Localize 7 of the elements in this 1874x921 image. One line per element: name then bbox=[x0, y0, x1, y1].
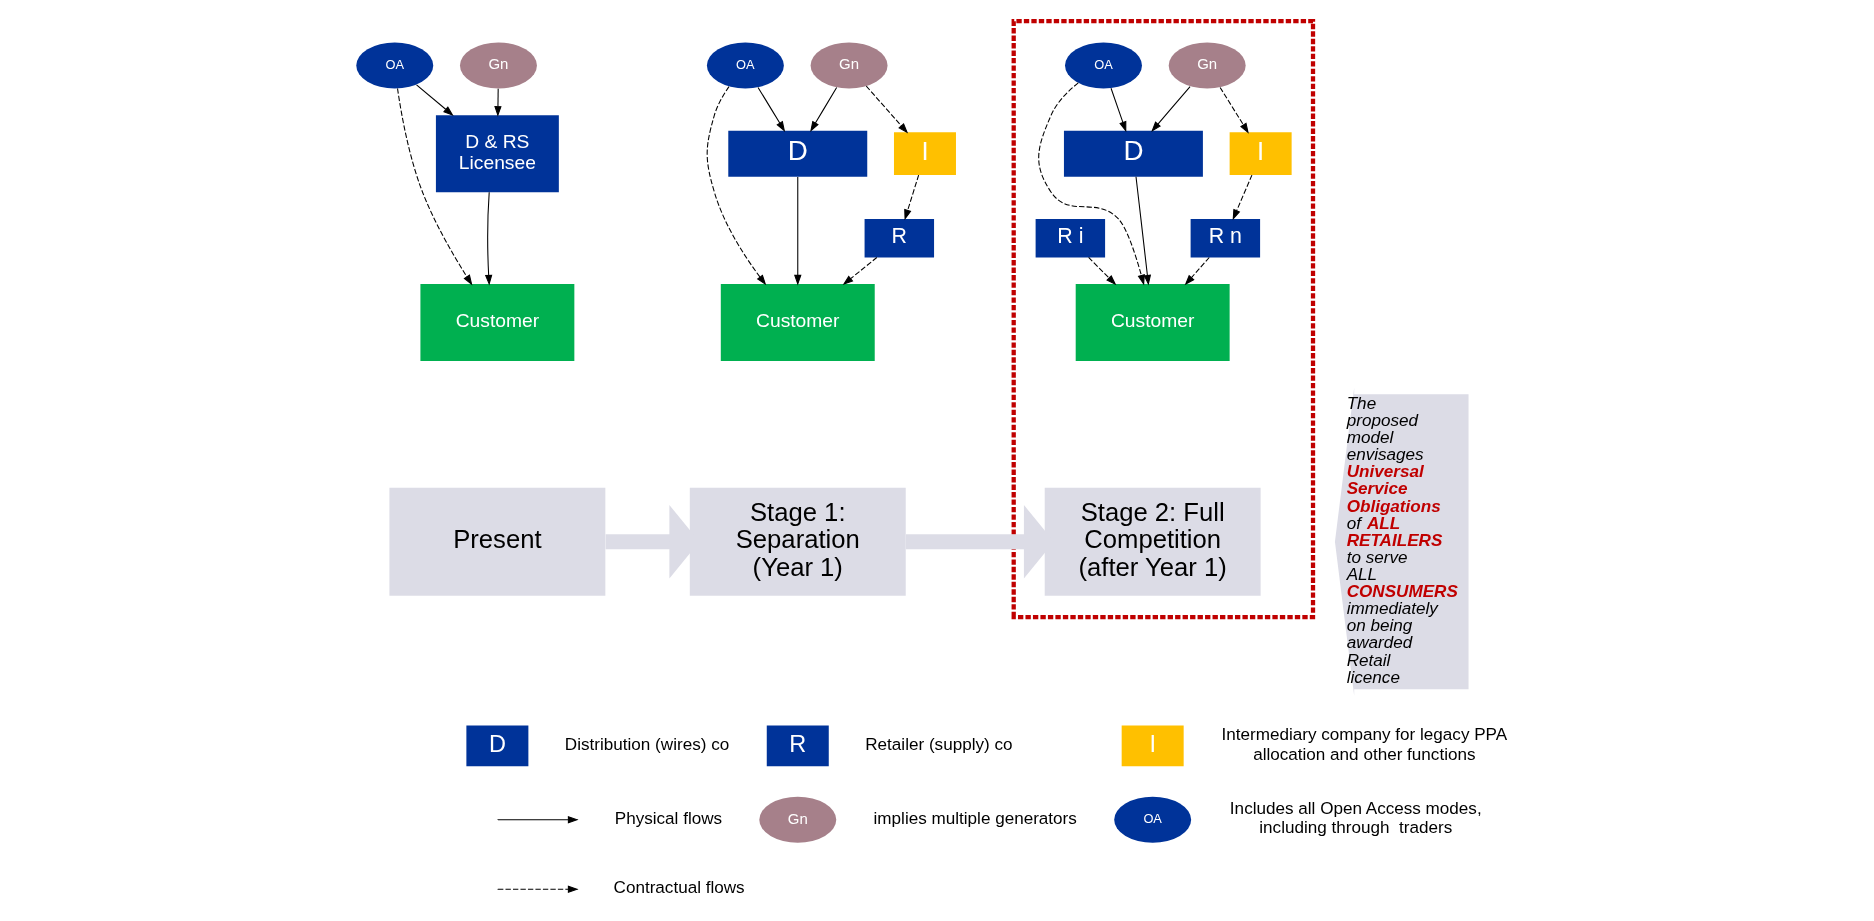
legend-label: Physical flows bbox=[614, 808, 723, 828]
node-label: Distribution (wires) co bbox=[564, 734, 730, 754]
legend-label: Contractual flows bbox=[613, 878, 745, 898]
node-label: Includes all Open Access modes, including through traders bbox=[1229, 799, 1482, 838]
node-label: implies multiple generators bbox=[873, 808, 1077, 828]
node-label: Intermediary company for legacy PPA allocation and other functions bbox=[1221, 725, 1508, 764]
node-label: Retailer (supply) co bbox=[865, 734, 1013, 754]
